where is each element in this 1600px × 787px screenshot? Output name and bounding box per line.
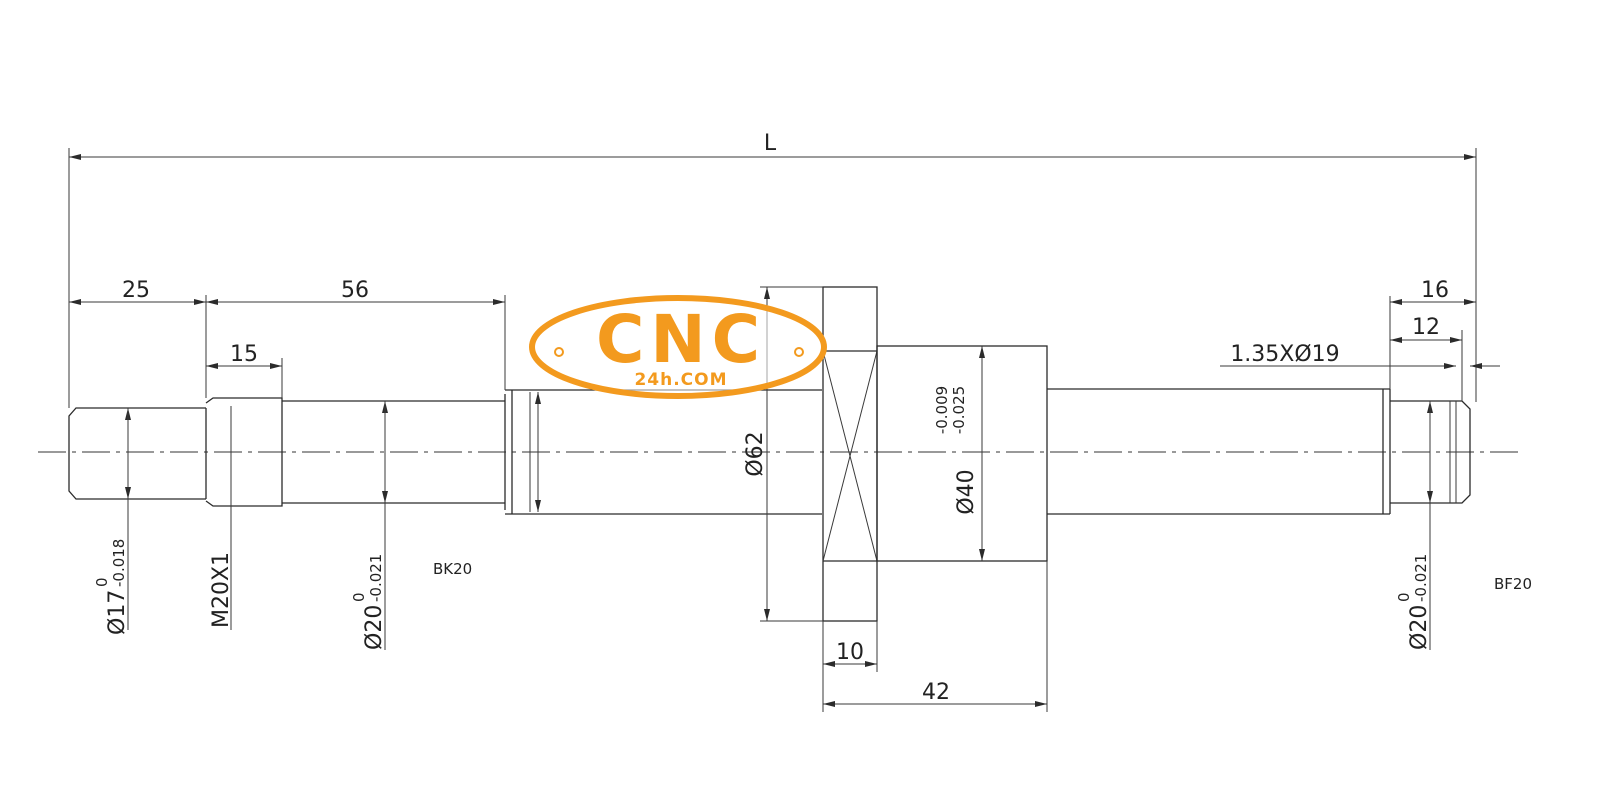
label-bf20: BF20 [1494, 575, 1532, 593]
logo-text-main: CNC [596, 301, 766, 378]
dim-flange-diameter: Ø62 [743, 431, 768, 476]
dim-d20-left-tol-upper: 0 [350, 592, 368, 602]
dim-overall-length: L [764, 131, 777, 156]
shaft-outline [68, 286, 1471, 622]
dim-thread-group: M20X1 [209, 552, 234, 628]
dim-end-journal: 25 [122, 278, 150, 303]
dimension-lines [69, 154, 1500, 707]
dim-bearing-seat: 56 [341, 278, 369, 303]
logo-text-sub: 24h.COM [634, 370, 727, 390]
dim-d20-right-tol-lower: -0.021 [1412, 554, 1430, 602]
dim-d20-right-group: Ø20 0 -0.021 [1395, 554, 1432, 650]
dim-nut-diameter-group: Ø40 [954, 469, 979, 514]
dim-d17-tol-upper: 0 [93, 577, 111, 587]
logo-dot-right [794, 347, 804, 357]
dim-nut-tol-lower: -0.025 [950, 386, 968, 434]
dim-nut-tolerance-group: -0.009 -0.025 [933, 386, 968, 434]
dim-right-end: 16 [1421, 278, 1449, 303]
dim-flange-width: 10 [836, 640, 864, 665]
dim-nut-tol-upper: -0.009 [933, 386, 951, 434]
cnc-logo: CNC 24h.COM [529, 295, 827, 399]
dim-right-seat: 12 [1412, 315, 1440, 340]
dim-d20-left-group: Ø20 0 -0.021 [350, 554, 387, 650]
label-bk20: BK20 [433, 560, 472, 578]
dim-d20-left-tol-lower: -0.021 [367, 554, 385, 602]
dim-d17-group: Ø17 0 -0.018 [93, 539, 130, 635]
dim-thread-length: 15 [230, 342, 258, 367]
dim-thread: M20X1 [209, 552, 234, 628]
dim-nut-diameter: Ø40 [954, 469, 979, 514]
dim-d20-right: Ø20 [1407, 605, 1432, 650]
logo-ellipse [529, 295, 827, 399]
extension-lines [68, 148, 1477, 712]
dim-d17: Ø17 [105, 590, 130, 635]
dim-flange-diameter-group: Ø62 [743, 431, 768, 476]
dim-d17-tol-lower: -0.018 [110, 539, 128, 587]
logo-dot-left [554, 347, 564, 357]
dim-d20-left: Ø20 [362, 605, 387, 650]
dim-nut-length: 42 [922, 680, 950, 705]
dim-d20-right-tol-upper: 0 [1395, 592, 1413, 602]
dim-groove: 1.35XØ19 [1230, 342, 1339, 367]
